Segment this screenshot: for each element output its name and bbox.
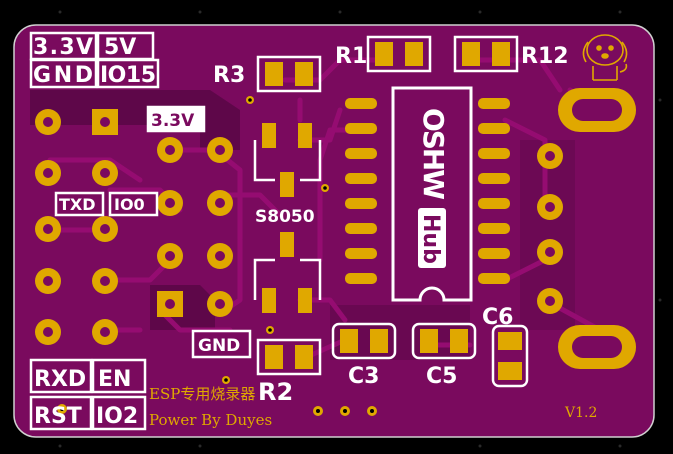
- label-io15: IO15: [100, 63, 156, 88]
- label-gnd-top: GND: [33, 63, 93, 88]
- label-r2: R2: [258, 378, 293, 406]
- label-c5: C5: [426, 364, 457, 389]
- board-author: Power By Duyes: [149, 411, 272, 429]
- label-r3: R3: [213, 63, 245, 88]
- label-5v: 5V: [104, 35, 136, 60]
- label-r1: R1: [335, 44, 367, 69]
- label-c3: C3: [348, 364, 379, 389]
- logo-oshw: OSHW: [417, 108, 450, 200]
- label-3v3: 3.3V: [33, 35, 93, 60]
- label-rxd: RXD: [34, 367, 86, 392]
- label-txd: TXD: [59, 195, 96, 214]
- grid-dots: [58, 10, 662, 448]
- mounting-slots: [558, 88, 636, 369]
- label-io0: IO0: [114, 195, 145, 214]
- capacitors: [331, 322, 529, 388]
- label-io2: IO2: [96, 404, 138, 429]
- label-3v3-mid: 3.3V: [151, 111, 195, 131]
- dog-icon: [582, 34, 628, 81]
- transistors: [253, 123, 322, 313]
- module-pins: [157, 137, 233, 317]
- header-pins: [35, 109, 118, 345]
- label-r12: R12: [521, 44, 569, 69]
- ic-outline: [391, 86, 473, 302]
- label-rst: RST: [34, 404, 82, 429]
- right-pins: [537, 143, 563, 314]
- ic-pads: [345, 98, 510, 284]
- oshw-hub-logo: OSHW Hub: [417, 108, 450, 268]
- label-en: EN: [98, 367, 131, 392]
- resistors: [256, 35, 519, 376]
- board-version: V1.2: [564, 405, 597, 421]
- logo-hub: Hub: [418, 214, 443, 264]
- label-gnd-bottom: GND: [198, 336, 240, 356]
- vias: [57, 96, 377, 416]
- board-title: ESP专用烧录器: [149, 385, 255, 403]
- label-boxes: [29, 31, 252, 431]
- label-s8050: S8050: [255, 207, 315, 227]
- label-c6: C6: [482, 305, 513, 330]
